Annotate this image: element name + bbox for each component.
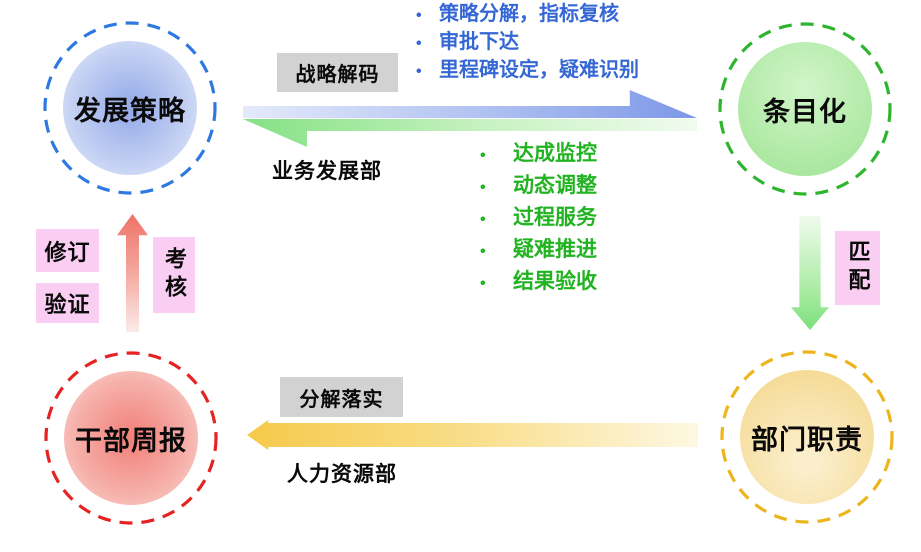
- bullet-text: 疑难推进: [513, 238, 597, 261]
- match-label: 匹配: [835, 231, 880, 305]
- node-itemization: 条目化: [717, 21, 893, 197]
- strategy-decode-bullet-list: • 策略分解，指标复核 • 审批下达 • 里程碑设定，疑难识别: [416, 1, 639, 85]
- arrow-business-feedback-left-icon: [243, 119, 697, 147]
- business-feedback-bullet-list: • 达成监控 • 动态调整 • 过程服务 • 疑难推进 • 结果验收: [480, 139, 597, 299]
- node-label: 发展策略: [74, 95, 186, 126]
- arrow-decompose-left-icon: [247, 420, 698, 450]
- arrow-assessment-up-icon: [117, 214, 148, 332]
- node-cadre-weekly-report: 干部周报: [43, 350, 219, 526]
- node-fill: [63, 41, 197, 175]
- bullet-item: • 疑难推进: [480, 235, 597, 267]
- node-development-strategy: 发展策略: [42, 20, 218, 196]
- bullet-item: • 审批下达: [416, 29, 639, 57]
- node-department-duties: 部门职责: [719, 349, 895, 525]
- node-fill: [738, 42, 872, 176]
- bullet-icon: •: [416, 35, 422, 52]
- bullet-item: • 动态调整: [480, 171, 597, 203]
- business-development-dept-label: 业务发展部: [272, 160, 382, 183]
- bullet-icon: •: [480, 179, 486, 196]
- bullet-icon: •: [480, 147, 486, 164]
- bullet-item: • 结果验收: [480, 267, 597, 299]
- arrow-match-down-icon: [791, 216, 829, 330]
- dashed-ring-red-icon: [44, 351, 218, 525]
- revise-label: 修订: [36, 229, 99, 272]
- bullet-icon: •: [480, 243, 486, 260]
- bullet-text: 策略分解，指标复核: [439, 3, 619, 25]
- bullet-item: • 策略分解，指标复核: [416, 1, 639, 29]
- bullet-text: 过程服务: [513, 206, 597, 229]
- bullet-item: • 过程服务: [480, 203, 597, 235]
- bullet-icon: •: [480, 275, 486, 292]
- dashed-ring-blue-icon: [43, 21, 217, 195]
- strategy-decode-label: 战略解码: [277, 53, 398, 92]
- node-fill: [64, 371, 198, 505]
- node-label: 条目化: [763, 96, 847, 127]
- arrow-strategy-decode-right-icon: [243, 90, 697, 118]
- dashed-ring-gold-icon: [720, 350, 894, 524]
- bullet-text: 结果验收: [513, 270, 597, 293]
- node-fill: [740, 370, 874, 504]
- node-label: 部门职责: [751, 424, 863, 455]
- bullet-text: 里程碑设定，疑难识别: [439, 59, 639, 81]
- bullet-icon: •: [480, 211, 486, 228]
- human-resources-dept-label: 人力资源部: [287, 463, 397, 486]
- bullet-text: 动态调整: [513, 174, 597, 197]
- dashed-ring-green-icon: [718, 22, 892, 196]
- bullet-text: 审批下达: [439, 31, 519, 53]
- verify-label: 验证: [36, 283, 99, 323]
- bullet-text: 达成监控: [513, 142, 597, 165]
- bullet-item: • 里程碑设定，疑难识别: [416, 57, 639, 85]
- decompose-implement-label: 分解落实: [280, 377, 403, 417]
- bullet-icon: •: [416, 63, 422, 80]
- node-label: 干部周报: [75, 425, 187, 456]
- bullet-item: • 达成监控: [480, 139, 597, 171]
- bullet-icon: •: [416, 7, 422, 24]
- assessment-label: 考核: [153, 237, 195, 313]
